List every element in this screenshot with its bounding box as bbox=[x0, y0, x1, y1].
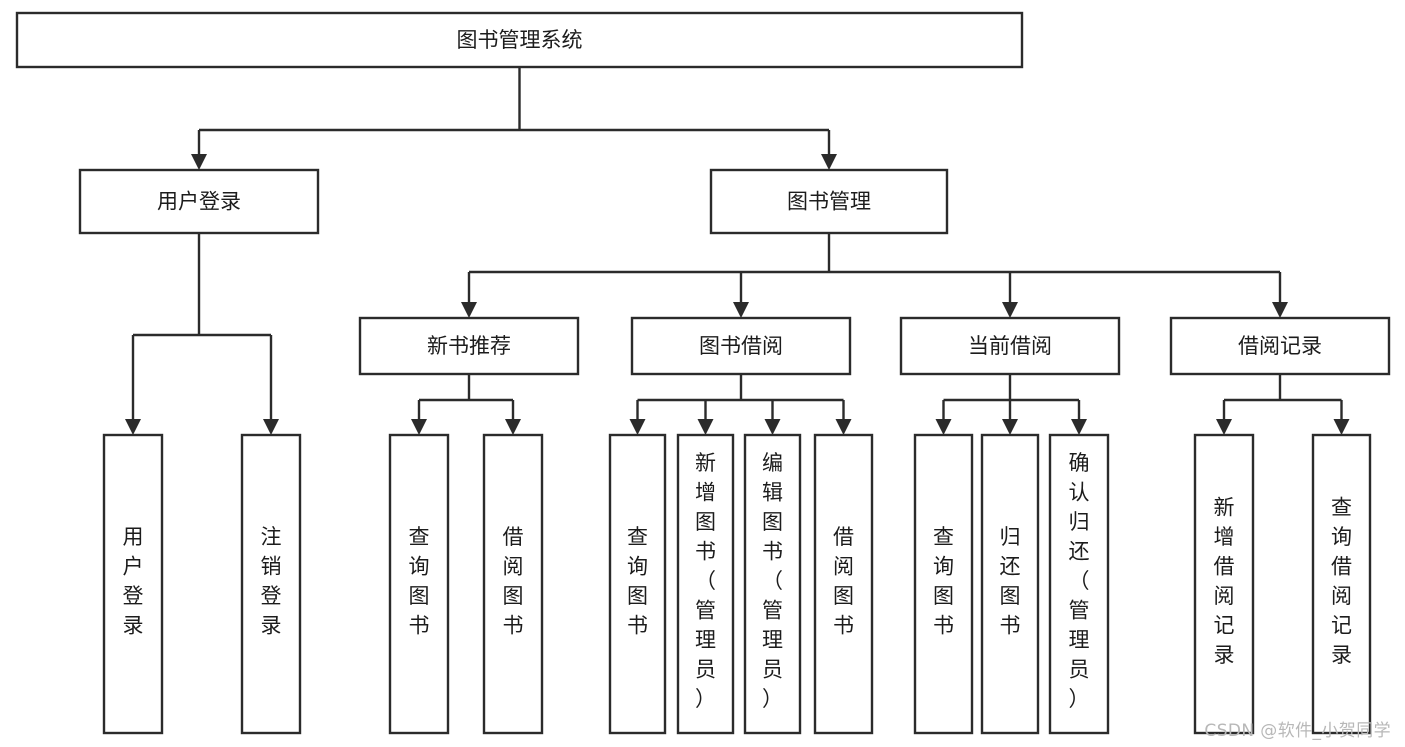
node-root-root-box[interactable] bbox=[15, 11, 1024, 69]
node-book-borrow-label: 图书借阅 bbox=[699, 334, 783, 358]
branch-leaf-borrow-book-1-arrowhead bbox=[505, 419, 521, 435]
node-leaf-query-book-3-label: 查询图书 bbox=[933, 525, 954, 638]
node-leaf-query-borrow-record-box[interactable] bbox=[1311, 433, 1372, 735]
branch-leaf-query-borrow-record-arrowhead bbox=[1333, 419, 1350, 435]
branch-leaf-user-login-arrowhead bbox=[125, 419, 141, 435]
node-leaf-query-book-3[interactable]: 查询图书 bbox=[913, 433, 974, 735]
branch-leaf-confirm-return-admin-arrowhead bbox=[1071, 419, 1087, 435]
node-leaf-edit-book-admin-label: 编辑图书（管理员） bbox=[762, 451, 783, 711]
node-leaf-borrow-book-2-label: 借阅图书 bbox=[833, 525, 854, 638]
node-leaf-borrow-book-2[interactable]: 借阅图书 bbox=[813, 433, 874, 735]
node-leaf-user-logout[interactable]: 注销登录 bbox=[240, 433, 302, 735]
node-leaf-query-book-3-box[interactable] bbox=[913, 433, 974, 735]
node-user-login[interactable]: 用户登录 bbox=[78, 168, 320, 235]
node-new-book-recommend[interactable]: 新书推荐 bbox=[358, 316, 580, 376]
node-user-login-label: 用户登录 bbox=[157, 190, 241, 214]
node-borrow-record[interactable]: 借阅记录 bbox=[1169, 316, 1391, 376]
node-leaf-user-login-box[interactable] bbox=[102, 433, 164, 735]
branch-leaf-query-book-3-arrowhead bbox=[935, 419, 952, 435]
node-leaf-borrow-book-2-box[interactable] bbox=[813, 433, 874, 735]
node-leaf-edit-book-admin[interactable]: 编辑图书（管理员） bbox=[743, 433, 802, 735]
node-current-borrow-label: 当前借阅 bbox=[968, 334, 1052, 358]
node-leaf-add-book-admin-label: 新增图书（管理员） bbox=[695, 451, 716, 711]
node-leaf-return-book-box[interactable] bbox=[980, 433, 1040, 735]
node-book-borrow-box[interactable] bbox=[630, 316, 852, 376]
branch-user-login-arrowhead bbox=[191, 154, 207, 170]
node-new-book-recommend-box[interactable] bbox=[358, 316, 580, 376]
node-leaf-query-book-1[interactable]: 查询图书 bbox=[388, 433, 450, 735]
node-book-manage[interactable]: 图书管理 bbox=[709, 168, 949, 235]
node-layer: 图书管理系统用户登录图书管理新书推荐图书借阅当前借阅借阅记录用户登录注销登录查询… bbox=[15, 11, 1391, 735]
node-leaf-add-borrow-record-box[interactable] bbox=[1193, 433, 1255, 735]
node-borrow-record-label: 借阅记录 bbox=[1238, 334, 1322, 358]
branch-leaf-edit-book-admin-arrowhead bbox=[764, 419, 781, 435]
node-leaf-add-book-admin-box[interactable] bbox=[676, 433, 735, 735]
node-leaf-borrow-book-1-box[interactable] bbox=[482, 433, 544, 735]
node-leaf-return-book[interactable]: 归还图书 bbox=[980, 433, 1040, 735]
node-root-root[interactable]: 图书管理系统 bbox=[15, 11, 1024, 69]
node-leaf-query-book-1-box[interactable] bbox=[388, 433, 450, 735]
node-leaf-confirm-return-admin[interactable]: 确认归还（管理员） bbox=[1048, 433, 1110, 735]
branch-leaf-add-book-admin-arrowhead bbox=[697, 419, 714, 435]
branch-new-book-recommend-arrowhead bbox=[461, 302, 477, 318]
branch-book-manage-arrowhead bbox=[821, 154, 837, 170]
node-leaf-add-book-admin[interactable]: 新增图书（管理员） bbox=[676, 433, 735, 735]
node-leaf-query-book-2-label: 查询图书 bbox=[627, 525, 648, 638]
node-leaf-query-book-1-label: 查询图书 bbox=[409, 525, 430, 638]
node-leaf-edit-book-admin-box[interactable] bbox=[743, 433, 802, 735]
node-current-borrow-box[interactable] bbox=[899, 316, 1121, 376]
node-user-login-box[interactable] bbox=[78, 168, 320, 235]
branch-borrow-record-arrowhead bbox=[1272, 302, 1288, 318]
branch-leaf-query-book-2-arrowhead bbox=[629, 419, 646, 435]
node-book-manage-box[interactable] bbox=[709, 168, 949, 235]
node-leaf-confirm-return-admin-box[interactable] bbox=[1048, 433, 1110, 735]
node-leaf-query-book-2-box[interactable] bbox=[608, 433, 667, 735]
node-book-borrow[interactable]: 图书借阅 bbox=[630, 316, 852, 376]
node-leaf-borrow-book-1[interactable]: 借阅图书 bbox=[482, 433, 544, 735]
node-leaf-return-book-label: 归还图书 bbox=[1000, 525, 1021, 638]
connector-layer bbox=[125, 67, 1350, 435]
node-leaf-user-logout-box[interactable] bbox=[240, 433, 302, 735]
node-leaf-query-book-2[interactable]: 查询图书 bbox=[608, 433, 667, 735]
branch-leaf-return-book-arrowhead bbox=[1002, 419, 1018, 435]
node-book-manage-label: 图书管理 bbox=[787, 190, 871, 214]
node-borrow-record-box[interactable] bbox=[1169, 316, 1391, 376]
node-leaf-add-borrow-record[interactable]: 新增借阅记录 bbox=[1193, 433, 1255, 735]
node-leaf-user-login-label: 用户登录 bbox=[123, 525, 144, 638]
node-leaf-user-logout-label: 注销登录 bbox=[261, 525, 282, 638]
branch-leaf-user-logout-arrowhead bbox=[263, 419, 279, 435]
node-current-borrow[interactable]: 当前借阅 bbox=[899, 316, 1121, 376]
node-leaf-confirm-return-admin-label: 确认归还（管理员） bbox=[1069, 451, 1090, 711]
branch-book-borrow-arrowhead bbox=[733, 302, 749, 318]
node-leaf-query-borrow-record-label: 查询借阅记录 bbox=[1331, 495, 1352, 667]
branch-leaf-borrow-book-2-arrowhead bbox=[835, 419, 852, 435]
node-leaf-user-login[interactable]: 用户登录 bbox=[102, 433, 164, 735]
branch-leaf-query-book-1-arrowhead bbox=[411, 419, 427, 435]
node-leaf-query-borrow-record[interactable]: 查询借阅记录 bbox=[1311, 433, 1372, 735]
node-root-root-label: 图书管理系统 bbox=[457, 28, 583, 52]
branch-current-borrow-arrowhead bbox=[1002, 302, 1018, 318]
node-leaf-add-borrow-record-label: 新增借阅记录 bbox=[1214, 495, 1235, 667]
node-leaf-borrow-book-1-label: 借阅图书 bbox=[503, 525, 524, 638]
branch-leaf-add-borrow-record-arrowhead bbox=[1216, 419, 1232, 435]
node-new-book-recommend-label: 新书推荐 bbox=[427, 334, 511, 358]
